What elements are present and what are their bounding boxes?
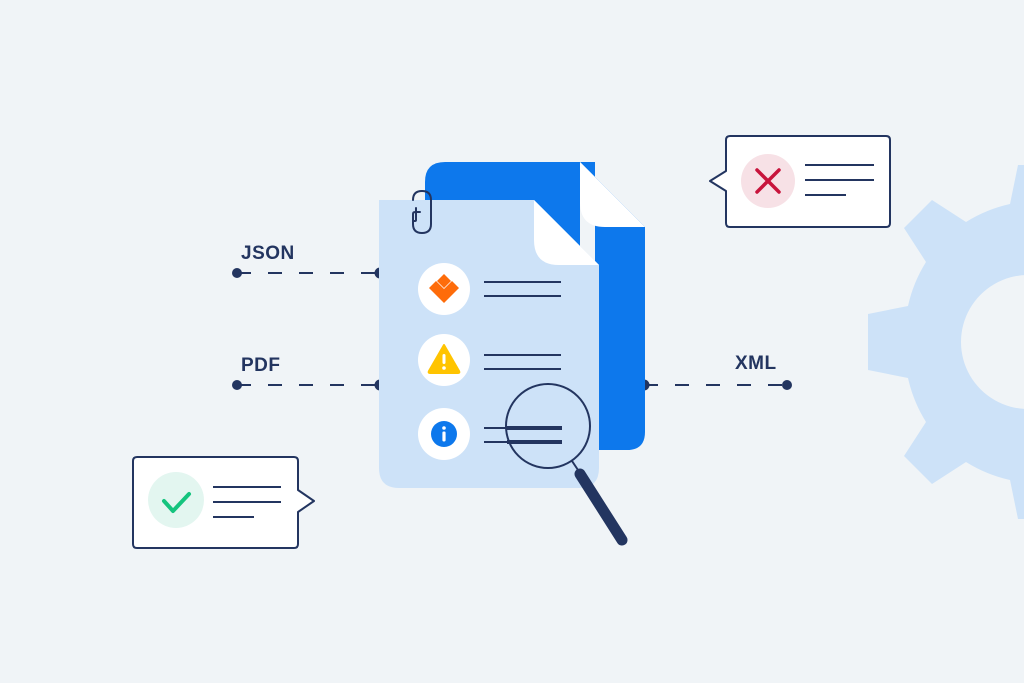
xml-end-dot bbox=[782, 380, 792, 390]
paperclip-icon bbox=[412, 189, 432, 235]
x-icon bbox=[755, 168, 781, 194]
xml-label: XML bbox=[735, 353, 777, 374]
success-callout bbox=[132, 456, 315, 549]
json-start-dot bbox=[232, 268, 242, 278]
text-lines bbox=[484, 354, 561, 370]
error-callout bbox=[709, 135, 891, 228]
pdf-label: PDF bbox=[241, 355, 281, 376]
gear-icon bbox=[868, 165, 1024, 519]
document-item-logo bbox=[418, 263, 470, 315]
document-item-info bbox=[418, 408, 470, 460]
document-item-warning bbox=[418, 334, 470, 386]
text-lines bbox=[484, 281, 561, 297]
magnifying-glass-icon bbox=[505, 383, 628, 546]
check-icon bbox=[162, 492, 191, 513]
info-icon bbox=[431, 421, 457, 447]
json-label: JSON bbox=[241, 243, 295, 264]
logo-icon bbox=[429, 274, 459, 303]
warning-icon bbox=[427, 344, 461, 374]
pdf-start-dot bbox=[232, 380, 242, 390]
